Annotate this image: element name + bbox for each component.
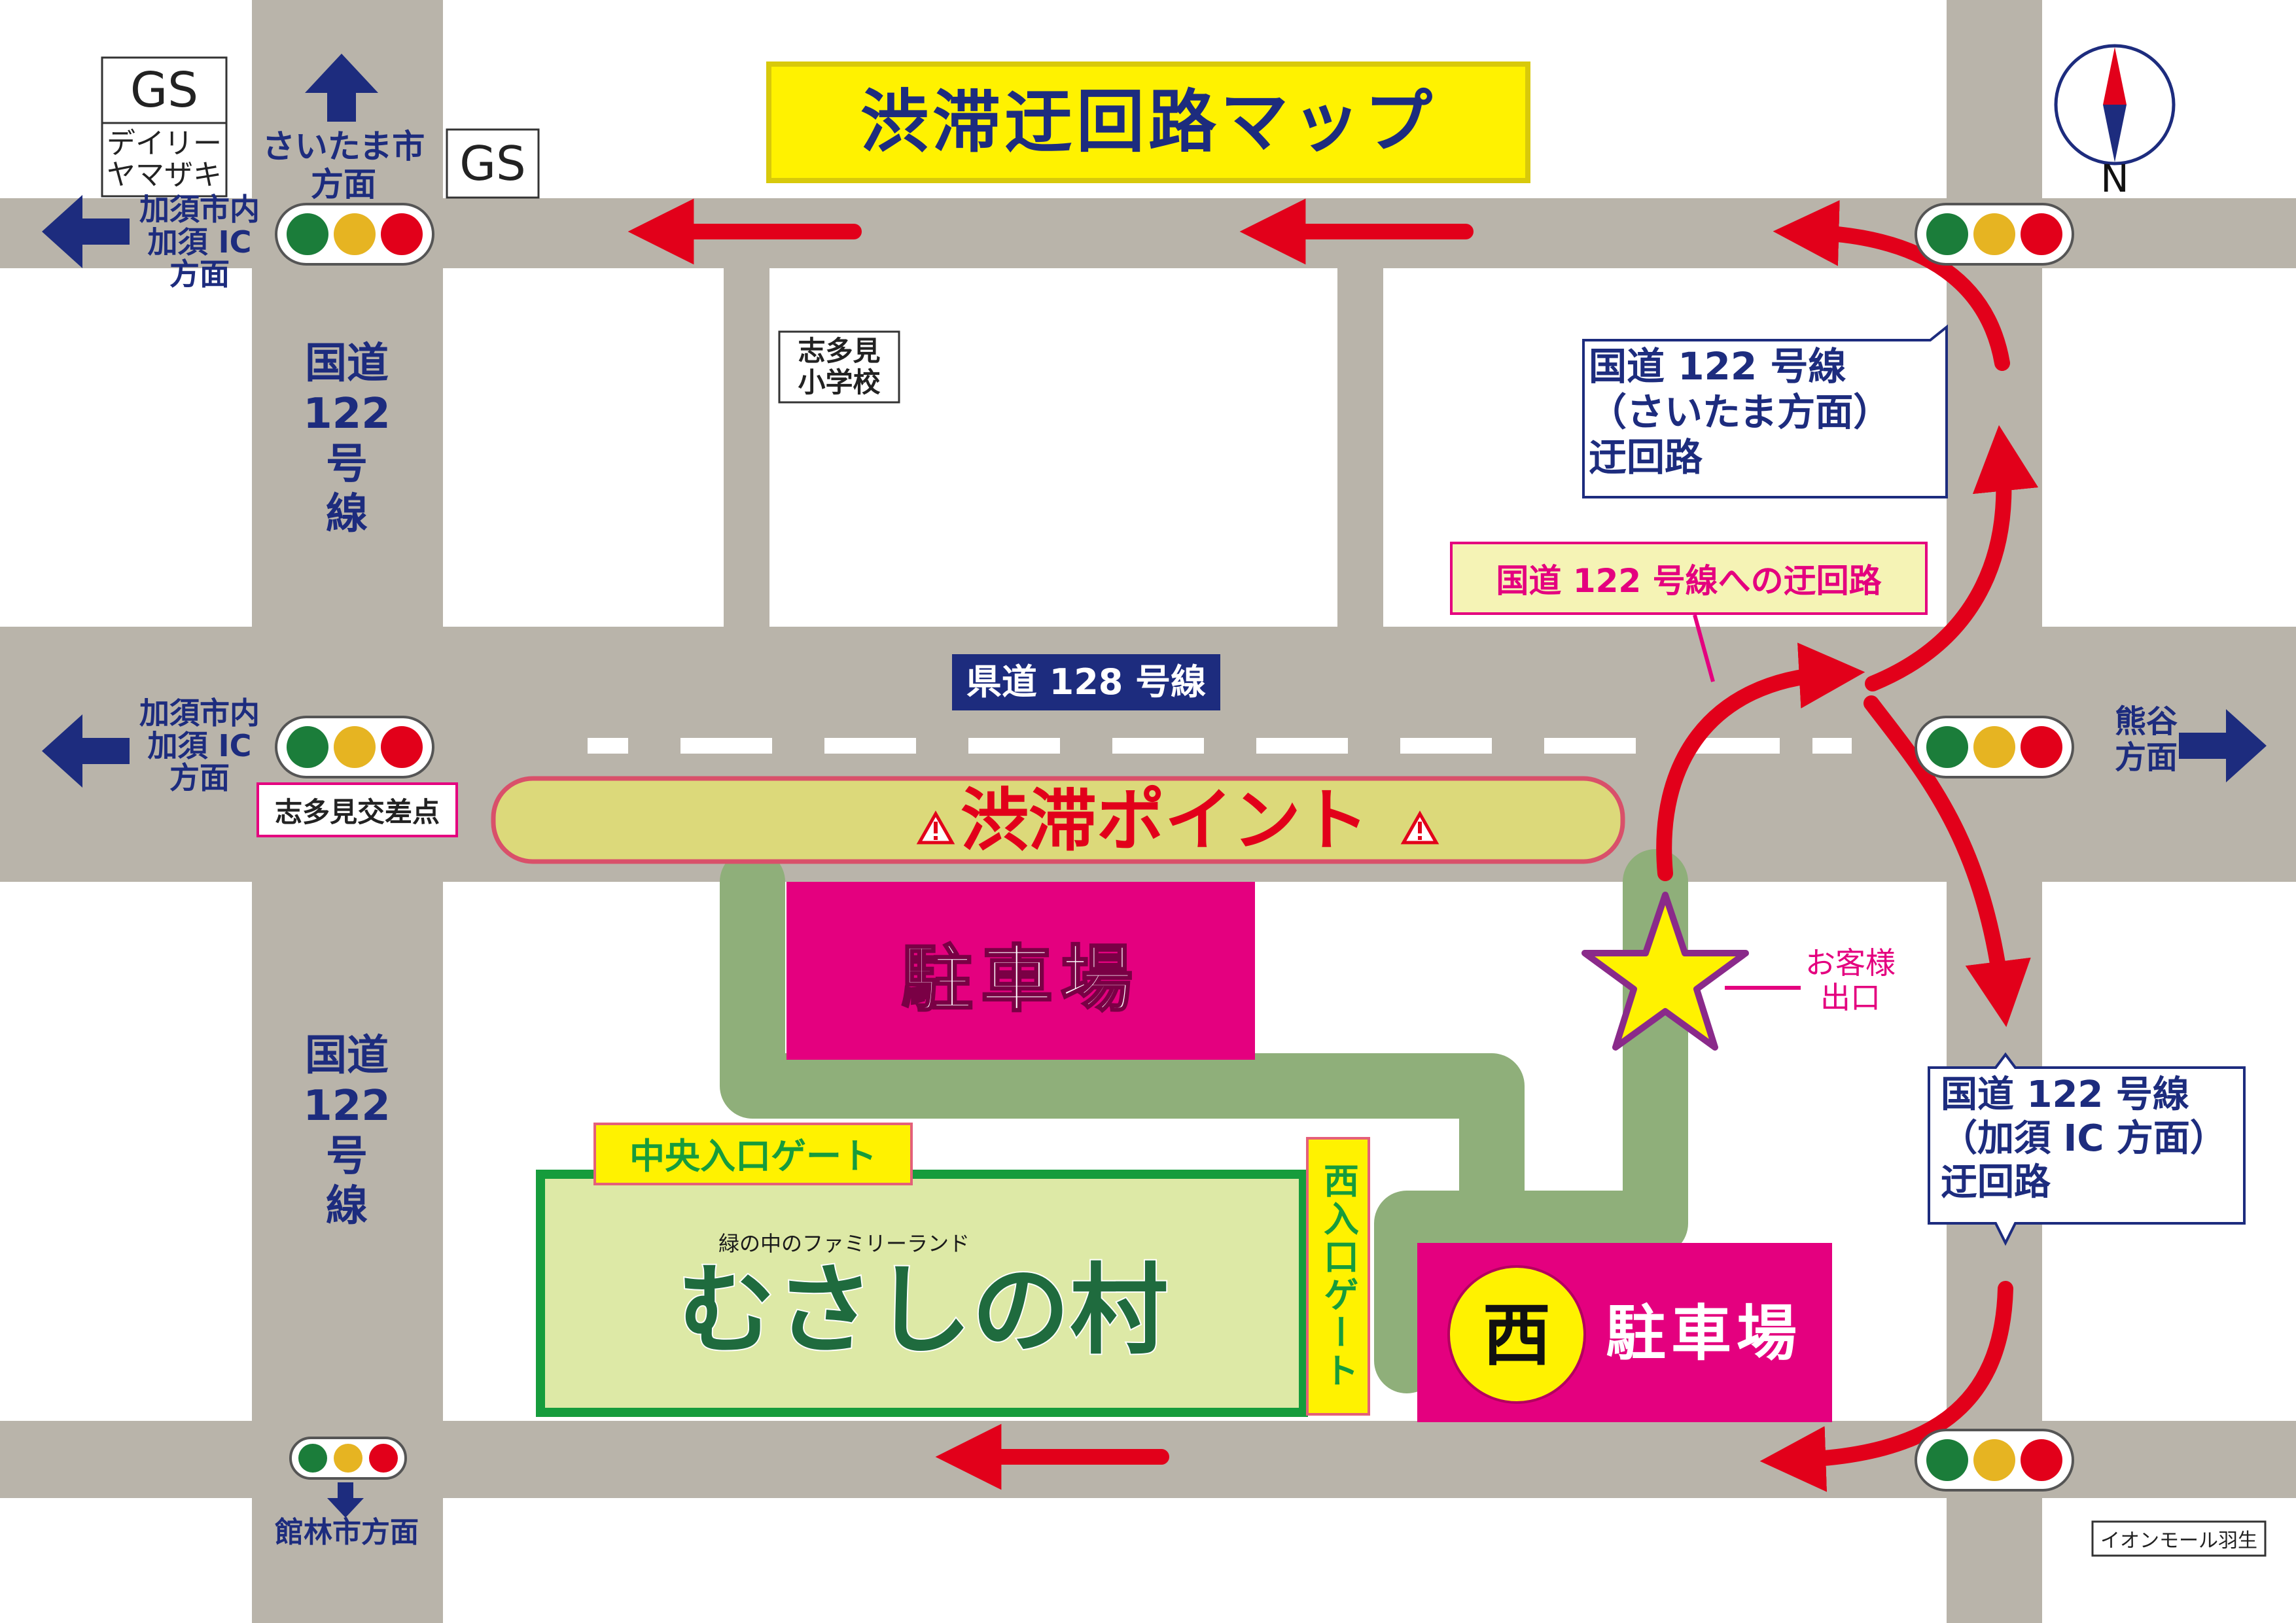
warning-icon [1400,810,1439,845]
saitama-detour-line1: 国道 122 号線 [1589,344,1846,389]
congestion-bar [491,776,1625,864]
saitama-detour-callout [1582,324,1948,498]
kazo-mid-line3: 方面 [169,760,230,796]
kumagaya-direction: 熊谷 方面 [2081,703,2212,777]
traffic-light-icon [275,716,434,778]
detour-to-122-label: 国道 122 号線への迂回路 [1496,562,1882,600]
traffic-light-icon [275,203,434,266]
west-gate-box [1306,1137,1370,1416]
arrow-left-icon [42,195,130,268]
gs-north: GS [459,136,526,191]
park-logo: むさしの村 [677,1254,1168,1368]
direction-arrows [42,54,2267,1518]
detour-south-arrow [1863,695,2031,1028]
west-badge: 西 [1483,1295,1551,1375]
west-gate-label: 西入口ゲート [1317,1162,1359,1390]
school-line2: 小学校 [798,366,881,398]
arrow-right-icon [2179,709,2267,782]
aeon-box [2091,1520,2267,1557]
detour-kazo-ic-arrow [1759,1281,2013,1492]
traffic-light-icon [1915,203,2074,266]
saitama-detour-text: 国道 122 号線 （さいたま方面） 迂回路 [1589,344,1929,481]
daily-yamazaki-line2: ヤマザキ [107,158,222,192]
musashinomura-park [536,1170,1308,1417]
route-122-lower-label: 国道 122 号 線 [303,1032,391,1231]
daily-yamazaki-line1: デイリー [107,126,222,160]
path-stub-north [720,882,785,921]
park-tagline: 緑の中のファミリーランド [718,1231,970,1256]
kazo-detour-callout [1928,1052,2246,1246]
school-line1: 志多見 [798,334,881,367]
gs-nw: GS [130,62,199,118]
saitama-direction: さいたま市 方面 [249,128,438,203]
prefectural-128-box [952,654,1220,710]
prefectural-128-label: 県道 128 号線 [966,661,1206,703]
kazo-mid-line1: 加須市内 [139,695,260,731]
detour-saitama-arrow [1773,200,2010,371]
traffic-light-icon [289,1437,407,1480]
intersection-box [256,782,458,837]
kazo-detour-text: 国道 122 号線 （加須 IC 方面） 迂回路 [1941,1073,2242,1205]
traffic-light-icon [1915,716,2074,778]
customer-exit-label: お客様 出口 [1785,946,1916,1015]
arrow-left-icon [42,714,130,788]
north-parking-lot [786,882,1255,1060]
title-banner [766,61,1530,183]
saitama-direction-line2: 方面 [311,165,376,203]
kazo-direction-top: 加須市内 加須 IC 方面 [124,192,275,292]
arrow-up-icon [305,54,378,122]
detour-north-arrow [1865,425,2039,691]
central-gate-box [593,1123,913,1185]
compass-north-label: N [2100,156,2129,201]
saitama-detour-line3: 迂回路 [1589,435,1703,480]
kazo-detour-line2: （加須 IC 方面） [1941,1117,2227,1161]
customer-exit-line1: お客様 [1805,945,1896,981]
daily-yamazaki-box [101,122,228,198]
kazo-top-line3: 方面 [169,256,230,292]
kazo-top-line2: 加須 IC [147,224,252,260]
gs-nw-box [101,56,228,124]
lane-markings [588,738,1852,754]
west-parking-label: 駐車場 [1606,1299,1802,1369]
saitama-detour-line2: （さいたま方面） [1589,389,1892,434]
detour-exit-arrow [1656,642,1865,881]
gs-north-box [446,128,540,199]
road-north-side-1 [724,268,769,627]
detour-arrows [1656,200,2039,1492]
kazo-direction-mid: 加須市内 加須 IC 方面 [124,697,275,795]
customer-exit-line2: 出口 [1820,979,1881,1015]
west-badge-circle [1447,1265,1586,1404]
detour-label-leader [1693,614,1715,682]
traffic-light-icon [1915,1429,2074,1492]
kazo-detour-line3: 迂回路 [1941,1161,2051,1204]
customer-exit-star-icon [1581,892,1749,1051]
north-parking-label: 駐車場 [901,937,1140,1021]
school-box [778,330,900,404]
saitama-direction-line1: さいたま市 [262,128,425,166]
road-north-side-2 [1337,268,1383,627]
detour-to-122-box [1450,542,1928,615]
tatebayashi-direction: 館林市方面 [275,1516,419,1549]
kazo-mid-line2: 加須 IC [147,727,252,763]
congestion-label: 渋滞ポイント [961,780,1369,860]
kazo-detour-line1: 国道 122 号線 [1941,1073,2189,1116]
arrow-down-icon [327,1482,364,1518]
compass-icon [2054,44,2176,166]
school: 志多見 小学校 [779,332,899,402]
daily-yamazaki: デイリー ヤマザキ [102,123,226,196]
map-title: 渋滞迂回路マップ [860,82,1436,162]
kumagaya-line1: 熊谷 [2114,703,2178,740]
aeon-label: イオンモール羽生 [2100,1529,2257,1552]
route-122-upper-label: 国道 122 号 線 [303,340,391,539]
central-gate-label: 中央入口ゲート [629,1136,877,1177]
intersection-label: 志多見交差点 [274,795,440,828]
kumagaya-line2: 方面 [2114,739,2178,777]
route-arrows [627,198,1474,1490]
warning-icon [916,810,955,845]
kazo-top-line1: 加須市内 [139,192,260,227]
